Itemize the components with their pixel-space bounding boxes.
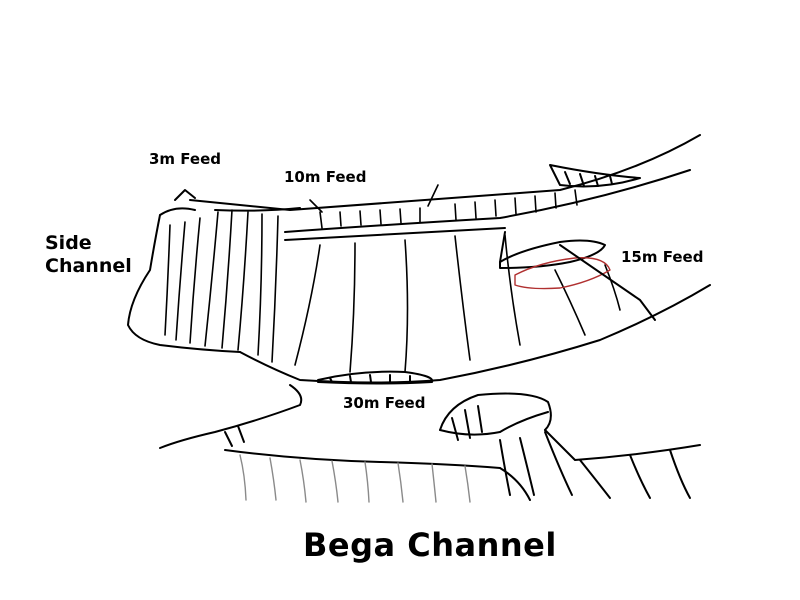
upper-right-spike — [549, 164, 641, 188]
feed-15m-opening — [499, 231, 656, 321]
label-3m-feed: 3m Feed — [149, 150, 222, 168]
roof-bands — [309, 184, 578, 229]
label-side-channel-line2: Channel — [45, 254, 132, 277]
main-chamber — [127, 134, 711, 384]
lower-passage — [159, 384, 701, 501]
label-15m-feed: 15m Feed — [621, 248, 704, 266]
page-title: Bega Channel — [303, 526, 557, 564]
chamber-hatching — [164, 209, 621, 373]
label-side-channel-line1: Side — [45, 232, 92, 254]
label-side-channel: Side Channel — [45, 232, 132, 278]
feed-30m-opening — [317, 370, 434, 385]
label-10m-feed: 10m Feed — [284, 168, 367, 186]
label-30m-feed: 30m Feed — [343, 394, 426, 412]
lower-pencil-hatching — [239, 454, 471, 503]
